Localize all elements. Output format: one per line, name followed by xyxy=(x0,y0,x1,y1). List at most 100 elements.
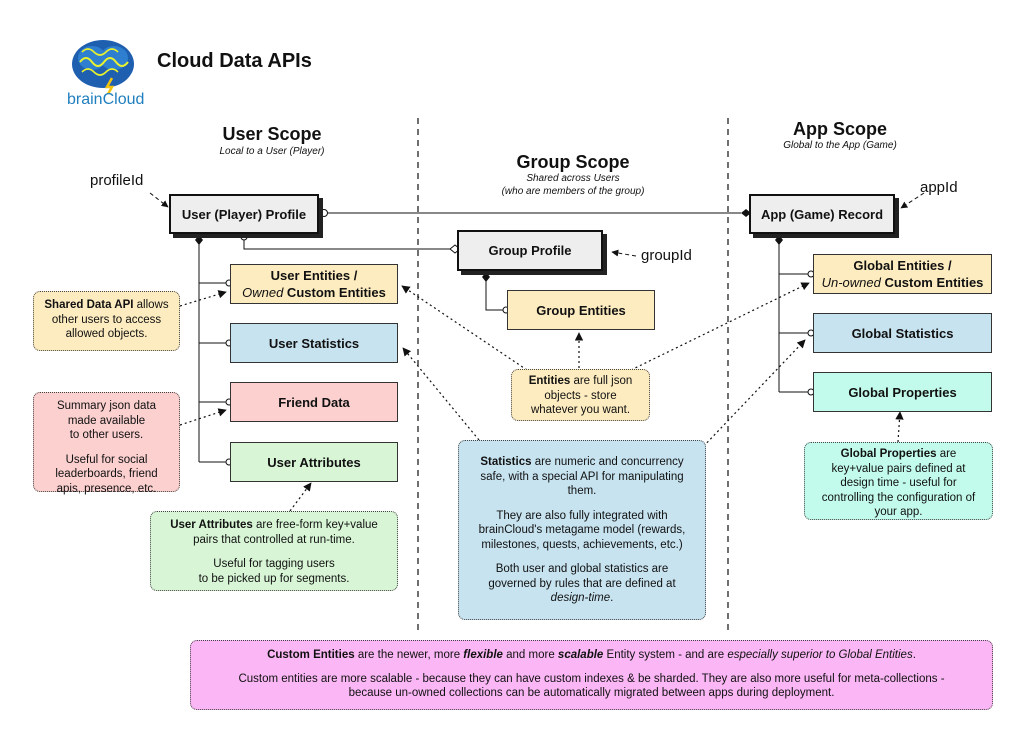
global-props-line-5: your app. xyxy=(874,506,923,518)
global-entities-box: Global Entities / Un-owned Custom Entiti… xyxy=(813,254,992,294)
summary-para-b: Useful for social leaderboards, friend a… xyxy=(40,453,173,497)
arrow-appid xyxy=(900,192,925,209)
entities-bold: Entities xyxy=(528,375,571,387)
statistics-line: governed by rules that are defined at xyxy=(488,577,676,590)
statistics-para-c: Both user and global statistics are gove… xyxy=(465,562,699,606)
custom-text-2: and more xyxy=(502,649,558,661)
statistics-line: Both user and global statistics are xyxy=(495,563,669,575)
shared-data-line-2: other users to access xyxy=(51,313,162,326)
group-scope-title: Group Scope xyxy=(516,152,630,172)
attributes-para-b: Useful for tagging users to be picked up… xyxy=(157,557,391,586)
logo-wordmark: brainCloud xyxy=(67,91,145,108)
custom-entities-word: Custom Entities xyxy=(283,285,386,300)
global-props-line-2: key+value pairs defined at xyxy=(831,462,966,475)
summary-para-a: Summary json data made available to othe… xyxy=(40,399,173,443)
summary-line: Summary json data xyxy=(56,400,157,412)
flexible-word: flexible xyxy=(463,649,503,661)
global-props-line-1: Global Properties are xyxy=(811,447,986,462)
appid-label: appId xyxy=(920,179,958,196)
attributes-note: User Attributes are free-form key+value … xyxy=(150,511,398,591)
entities-line-2: objects - store xyxy=(544,389,617,402)
entities-line-3: whatever you want. xyxy=(530,404,631,416)
user-entities-line-2: Owned Custom Entities xyxy=(242,284,386,301)
custom-line-2: Custom entities are more scalable - beca… xyxy=(238,672,945,685)
statistics-end: . xyxy=(610,592,614,604)
global-statistics-box: Global Statistics xyxy=(813,313,992,353)
shared-data-line-1: Shared Data API allows xyxy=(40,298,173,313)
statistics-line-last: design-time. xyxy=(465,591,699,606)
group-scope-subtitle-2: (who are members of the group) xyxy=(501,186,645,197)
design-time-word: design-time xyxy=(550,592,611,604)
attributes-para-a: User Attributes are free-form key+value … xyxy=(157,518,391,547)
user-attributes-box: User Attributes xyxy=(230,442,398,482)
attributes-line-1: User Attributes are free-form key+value xyxy=(157,518,391,533)
summary-line: Useful for social xyxy=(65,453,148,466)
app-scope-title: App Scope xyxy=(792,119,887,139)
groupid-label: groupId xyxy=(641,247,692,264)
statistics-text-1: are numeric and concurrency xyxy=(531,456,684,468)
global-properties-box: Global Properties xyxy=(813,372,992,412)
global-props-text-1: are xyxy=(936,448,957,460)
user-scope-subtitle: Local to a User (Player) xyxy=(219,146,325,157)
statistics-line-3: them. xyxy=(567,485,597,497)
global-entities-line-2: Un-owned Custom Entities xyxy=(822,274,984,291)
group-profile-box: Group Profile xyxy=(457,230,603,271)
entities-line-1: Entities are full json xyxy=(518,374,643,389)
arrow-groupid xyxy=(611,249,637,257)
global-props-line-4: controlling the configuration of xyxy=(821,491,976,504)
unowned-word: Un-owned xyxy=(821,275,881,290)
custom-bold-1: Custom Entities xyxy=(267,649,355,661)
profileid-label: profileId xyxy=(90,172,144,189)
user-scope-title: User Scope xyxy=(222,124,322,144)
group-scope-subtitle-1: Shared across Users xyxy=(526,173,620,184)
statistics-line: milestones, quests, achievements, etc.) xyxy=(481,538,683,551)
link-user-group xyxy=(243,237,450,250)
summary-line: apis, presence, etc. xyxy=(56,482,157,495)
statistics-bold: Statistics xyxy=(480,456,532,468)
app-record-box: App (Game) Record xyxy=(749,194,895,234)
attributes-line: to be picked up for segments. xyxy=(198,572,350,585)
summary-line: to other users. xyxy=(69,429,144,441)
braincloud-logo-icon xyxy=(72,40,134,94)
custom-text-1: are the newer, more xyxy=(354,649,464,661)
page-title: Cloud Data APIs xyxy=(157,50,312,72)
friend-data-box: Friend Data xyxy=(230,382,398,422)
group-entities-box: Group Entities xyxy=(507,290,655,330)
attributes-text-1: are free-form key+value xyxy=(252,519,378,531)
custom-text-3: Entity system - and are xyxy=(603,649,728,661)
superior-phrase: especially superior to Global Entities xyxy=(727,649,913,661)
custom-entities-word-2: Custom Entities xyxy=(880,275,984,290)
summary-line: leaderboards, friend xyxy=(55,468,158,480)
user-entities-line-1: User Entities / xyxy=(270,268,358,283)
shared-data-text-1: allows xyxy=(133,299,169,311)
statistics-para-b: They are also fully integrated with brai… xyxy=(465,509,699,553)
custom-line-3: because un-owned collections can be auto… xyxy=(348,687,835,699)
custom-entities-note: Custom Entities are the newer, more flex… xyxy=(190,640,993,710)
statistics-line-2: safe, with a special API for manipulatin… xyxy=(480,470,684,483)
user-statistics-box: User Statistics xyxy=(230,323,398,363)
statistics-line: They are also fully integrated with xyxy=(496,509,668,522)
statistics-para-a: Statistics are numeric and concurrency s… xyxy=(465,455,699,499)
scalable-word: scalable xyxy=(557,649,604,661)
shared-data-line-3: allowed objects. xyxy=(65,328,148,340)
attributes-line: Useful for tagging users xyxy=(213,558,335,570)
shared-data-bold: Shared Data API xyxy=(44,299,134,311)
attributes-line-2: pairs that controlled at run-time. xyxy=(193,533,355,546)
shared-data-note: Shared Data API allows other users to ac… xyxy=(33,291,180,351)
entities-text-1: are full json xyxy=(570,375,633,387)
user-profile-box: User (Player) Profile xyxy=(169,194,319,234)
arrow-profileid xyxy=(149,192,169,208)
summary-line: made available xyxy=(67,414,146,427)
statistics-line: brainCloud's metagame model (rewards, xyxy=(478,524,686,536)
entities-note: Entities are full json objects - store w… xyxy=(511,369,650,421)
global-props-bold: Global Properties xyxy=(840,448,937,460)
statistics-note: Statistics are numeric and concurrency s… xyxy=(458,440,706,620)
app-scope-subtitle: Global to the App (Game) xyxy=(783,140,897,151)
custom-text-4: . xyxy=(912,649,916,661)
summary-note: Summary json data made available to othe… xyxy=(33,392,180,495)
user-entities-box: User Entities / Owned Custom Entities xyxy=(230,264,398,304)
owned-word: Owned xyxy=(242,285,284,300)
global-entities-line-1: Global Entities / xyxy=(853,258,952,273)
custom-line-1: Custom Entities are the newer, more flex… xyxy=(197,648,986,663)
statistics-line-1: Statistics are numeric and concurrency xyxy=(465,455,699,470)
